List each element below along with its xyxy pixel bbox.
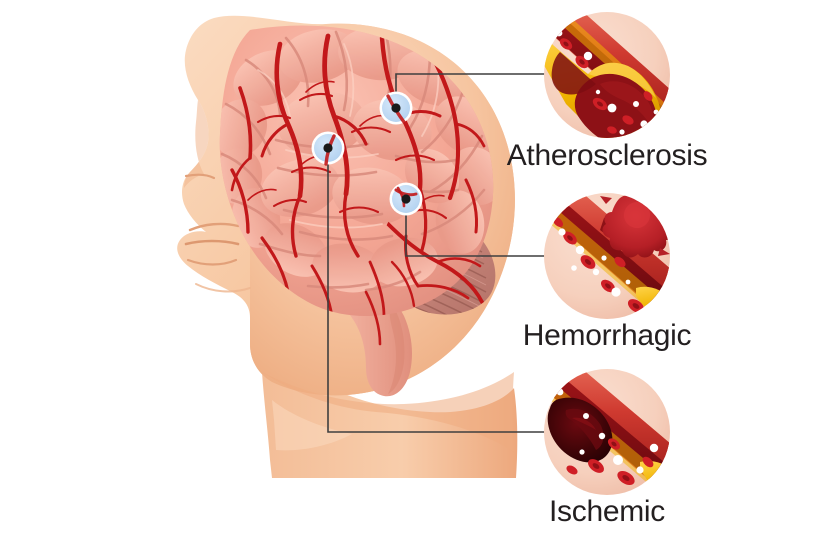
callout-atherosclerosis[interactable]: Atherosclerosis xyxy=(507,2,708,172)
callout-label-hemorrhagic: Hemorrhagic xyxy=(523,319,692,352)
red-blood-cells xyxy=(566,438,654,486)
marker-ischemic[interactable] xyxy=(311,131,345,166)
callout-hemorrhagic[interactable]: Hemorrhagic xyxy=(523,176,702,352)
connector-ischemic xyxy=(327,148,545,433)
nostril-line xyxy=(184,173,216,180)
connector-hemorrhagic xyxy=(405,199,545,257)
plasma-highlights xyxy=(556,388,670,495)
callout-ischemic[interactable]: Ischemic xyxy=(540,362,704,528)
lower-lip xyxy=(186,258,238,266)
jaw-shadow xyxy=(262,372,514,452)
mouth-line xyxy=(184,239,240,246)
stroke-site-markers xyxy=(311,91,423,216)
brainstem-shadow xyxy=(388,304,405,394)
brainstem-vessel xyxy=(364,290,382,346)
upper-lip xyxy=(188,222,240,232)
atherosclerosis-artery-diagram xyxy=(544,12,670,138)
throat-highlight xyxy=(272,400,352,451)
marker-atherosclerosis[interactable] xyxy=(379,91,413,125)
marker-hemorrhagic[interactable] xyxy=(389,182,423,216)
callout-label-atherosclerosis: Atherosclerosis xyxy=(507,139,708,172)
nose-shading xyxy=(184,100,209,188)
ischemic-artery-diagram xyxy=(544,369,670,495)
blood-burst xyxy=(600,193,670,258)
callout-label-ischemic: Ischemic xyxy=(549,495,665,528)
chin-crease xyxy=(195,283,251,293)
